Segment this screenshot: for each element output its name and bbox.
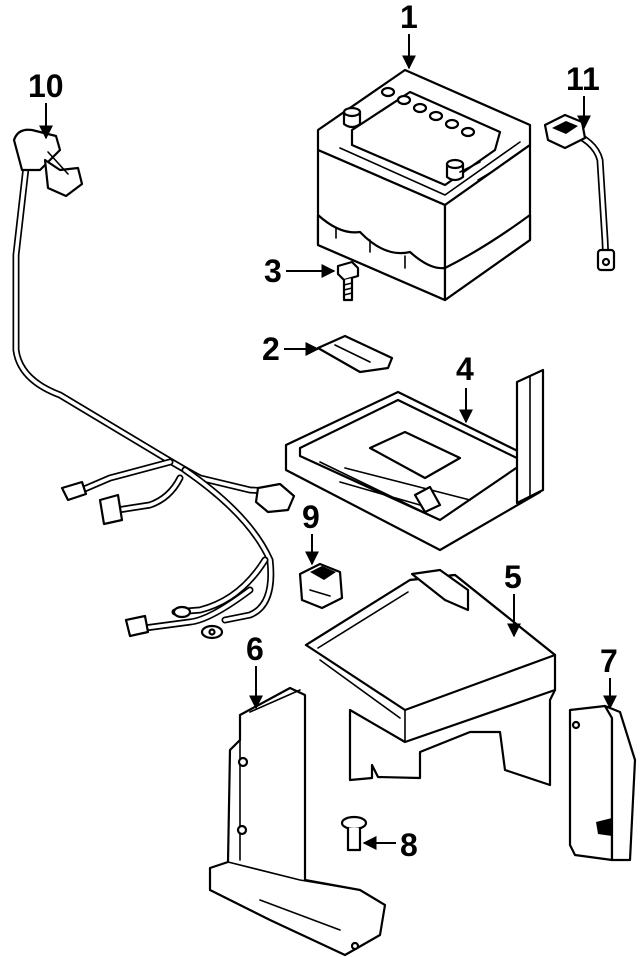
hold-down-clamp <box>316 334 394 374</box>
callout-4-label: 4 <box>456 351 474 387</box>
callout-10-label: 10 <box>28 68 64 104</box>
callout-8: 8 <box>362 827 418 863</box>
callout-8-label: 8 <box>400 827 418 863</box>
callout-2: 2 <box>262 331 320 367</box>
lower-shield <box>208 686 387 957</box>
callout-7-label: 7 <box>600 643 618 679</box>
callout-1-label: 1 <box>400 0 418 35</box>
callout-11: 11 <box>566 61 600 130</box>
retaining-clip <box>298 562 344 610</box>
callout-4: 4 <box>456 351 474 424</box>
push-pin-clip <box>340 815 368 852</box>
battery-cover <box>304 568 557 787</box>
callout-6-label: 6 <box>246 631 264 667</box>
callout-3-label: 3 <box>264 253 282 289</box>
ground-strap <box>543 113 616 272</box>
hold-down-bolt <box>336 260 360 302</box>
battery <box>316 68 532 302</box>
callout-3: 3 <box>264 253 336 289</box>
battery-tray <box>284 368 545 552</box>
callout-5-label: 5 <box>504 559 522 595</box>
callout-5: 5 <box>504 559 522 638</box>
callout-11-label: 11 <box>566 61 600 97</box>
callout-2-label: 2 <box>262 331 280 367</box>
callout-6: 6 <box>246 631 264 710</box>
callout-7: 7 <box>600 643 618 710</box>
callout-9-label: 9 <box>302 499 320 535</box>
side-bracket <box>568 704 637 862</box>
callout-10: 10 <box>28 68 64 140</box>
callout-1: 1 <box>400 0 418 70</box>
battery-cable-harness <box>12 128 296 640</box>
callout-9: 9 <box>302 499 320 566</box>
